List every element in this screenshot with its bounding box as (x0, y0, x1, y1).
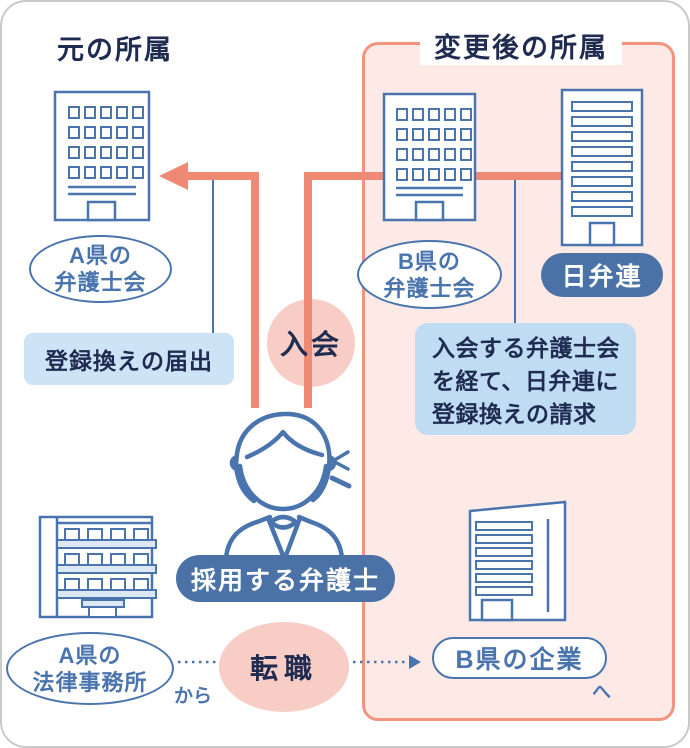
request-box-line3: 登録換えの請求 (432, 401, 597, 427)
job-change-badge: 転職 (219, 622, 349, 712)
law-office-building-icon (38, 515, 157, 619)
notification-box: 登録換えの届出 (24, 333, 234, 385)
request-box-line2: を経て、日弁連に (432, 368, 619, 394)
office-building-a-icon (53, 90, 151, 222)
a-law-office-label: A県の 法律事務所 (6, 632, 174, 705)
request-box: 入会する弁護士会 を経て、日弁連に 登録換えの請求 (415, 323, 636, 435)
join-badge-label: 入会 (279, 329, 342, 360)
b-company-label: B県の企業 (432, 637, 607, 679)
speech-marks-icon (329, 450, 352, 489)
heading-after-affiliation: 変更後の所属 (420, 26, 622, 65)
nichibenren-badge: 日弁連 (541, 253, 663, 297)
a-bar-association-label: A県の 弁護士会 (29, 235, 172, 303)
a-bar-line1: A県の (69, 243, 132, 268)
lawyer-person-icon (223, 411, 352, 561)
a-law-office-line1: A県の (58, 642, 122, 668)
b-bar-association-label: B県の 弁護士会 (357, 240, 502, 309)
a-bar-line2: 弁護士会 (54, 270, 147, 295)
b-bar-line1: B県の (398, 248, 461, 274)
from-suffix: から (174, 686, 213, 707)
request-box-line1: 入会する弁護士会 (432, 335, 620, 361)
heading-original-affiliation: 元の所属 (57, 35, 173, 65)
b-bar-line2: 弁護士会 (383, 275, 476, 301)
to-suffix: へ (592, 682, 612, 703)
hired-lawyer-badge: 採用する弁護士 (176, 555, 395, 602)
a-law-office-line2: 法律事務所 (32, 669, 148, 695)
